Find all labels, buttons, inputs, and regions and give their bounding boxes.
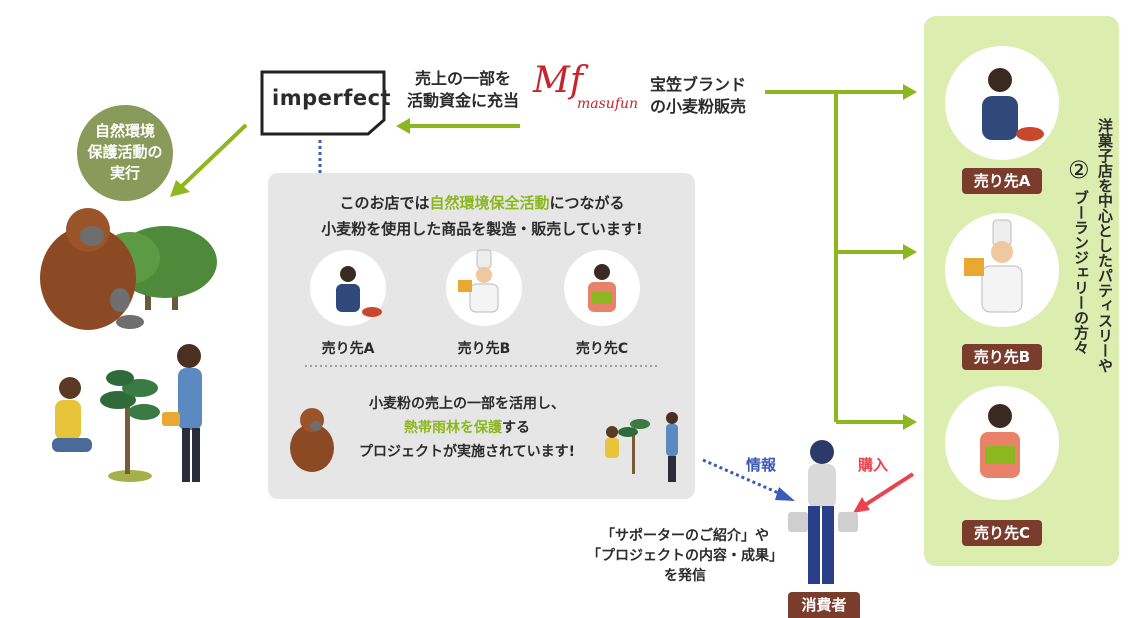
consumer-message: 「サポーターのご紹介」や 「プロジェクトの内容・成果」 を発信 <box>580 526 790 586</box>
arrow-to-a <box>903 84 917 100</box>
mf-mark: Mf <box>533 60 584 101</box>
brand-note: 宝笠ブランド の小麦粉販売 <box>650 74 746 118</box>
rain-highlight: 熱帯雨林を保護 <box>404 420 502 436</box>
info-arrow <box>702 458 784 497</box>
shop-info-line-2: 小麦粉を使用した商品を製造・販売しています! <box>321 220 643 238</box>
action-arrow <box>180 123 248 188</box>
shop-info-line-1: このお店では自然環境保全活動につながる <box>272 190 692 216</box>
imperfect-logo-box <box>260 70 386 136</box>
line1-highlight: 自然環境保全活動 <box>429 194 550 212</box>
brand-note-line-2: の小麦粉販売 <box>650 97 747 116</box>
rainforest-text: 小麦粉の売上の一部を活用し、 熱帯雨林を保護する プロジェクトが実施されています… <box>332 392 602 464</box>
vertical-col1-part1: 洋菓子店を中心とした <box>1096 118 1114 268</box>
rain-line-3: プロジェクトが実施されています! <box>359 444 575 460</box>
distribution-arrows <box>765 90 905 424</box>
message-line-1: 「サポーターのご紹介」や <box>601 528 769 544</box>
center-seller-b-label: 売り先B <box>457 341 511 357</box>
arrow-to-c <box>903 414 917 430</box>
buy-arrow <box>863 472 915 507</box>
conservation-badge-text: 自然環境 保護活動の 実行 <box>77 121 173 184</box>
center-seller-a-label: 売り先A <box>321 341 375 357</box>
vertical-text-col2: ブーランジェリーの方々 <box>1072 190 1090 355</box>
right-seller-c-badge: 売り先C <box>962 520 1042 546</box>
fund-note-line-2: 活動資金に充当 <box>406 91 519 110</box>
arrow-to-b <box>903 244 917 260</box>
center-seller-c-label: 売り先C <box>575 341 629 357</box>
consumer-badge: 消費者 <box>788 592 860 618</box>
vertical-col1-part2: パティスリーや <box>1096 268 1114 373</box>
message-line-3: を発信 <box>664 568 706 584</box>
circled-number: ② <box>1068 156 1090 184</box>
fund-note: 売上の一部を 活動資金に充当 <box>398 68 528 112</box>
center-rainforest-icons <box>290 408 678 482</box>
rain-line-2: 熱帯雨林を保護する <box>332 416 602 440</box>
right-seller-icons <box>945 46 1059 500</box>
masufun-logo: Mf masufun <box>533 60 643 120</box>
rain-line-1: 小麦粉の売上の一部を活用し、 <box>369 396 565 412</box>
info-label: 情報 <box>746 456 777 474</box>
vertical-text-col1: 洋菓子店を中心としたパティスリーや <box>1094 118 1114 373</box>
people-planting-illustration <box>52 344 202 482</box>
orangutan-illustration <box>40 208 217 330</box>
imperfect-logo: imperfect <box>272 86 392 110</box>
masufun-wordmark: masufun <box>577 96 639 112</box>
center-seller-icons <box>310 249 640 326</box>
buy-label: 購入 <box>858 456 889 474</box>
conservation-badge <box>77 105 173 201</box>
buy-arrowhead <box>853 497 870 513</box>
right-seller-a-badge: 売り先A <box>962 168 1042 194</box>
badge-line-1: 自然環境 <box>94 122 155 140</box>
right-seller-b-badge: 売り先B <box>962 344 1042 370</box>
shop-info-heading: このお店では自然環境保全活動につながる 小麦粉を使用した商品を製造・販売していま… <box>272 190 692 242</box>
fund-note-line-1: 売上の一部を <box>414 69 511 88</box>
badge-line-2: 保護活動の <box>87 143 163 161</box>
fund-arrowhead <box>396 118 410 134</box>
badge-line-3: 実行 <box>109 164 140 182</box>
consumer-figure <box>788 440 858 584</box>
info-arrowhead <box>775 487 795 501</box>
message-line-2: 「プロジェクトの内容・成果」 <box>587 548 783 564</box>
brand-note-line-1: 宝笠ブランド <box>650 75 747 94</box>
action-arrowhead <box>170 180 190 197</box>
line1-post: につながる <box>549 194 625 212</box>
line1-pre: このお店では <box>339 194 430 212</box>
rain-post: する <box>502 420 530 436</box>
